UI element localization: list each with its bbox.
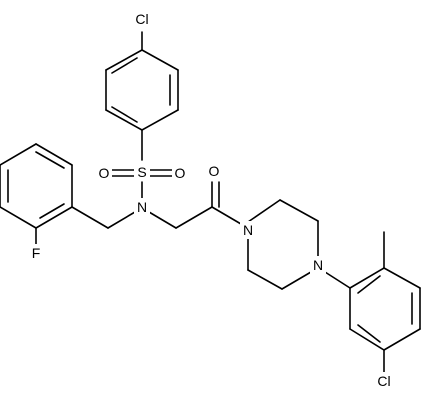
sulfonamide-nitrogen: N (137, 199, 147, 215)
piperazine-nitrogen-4: N (313, 257, 323, 273)
piperazine-nitrogen-1: N (243, 222, 253, 238)
sulfur-atom: S (137, 164, 146, 180)
fluorine-atom: F (32, 245, 41, 261)
carbonyl-oxygen: O (209, 163, 220, 179)
chlorine-atom-top: Cl (135, 11, 148, 27)
sulfonyl-oxygen-left: O (99, 165, 110, 181)
atom-labels: Cl S O O N F O N N Cl (28, 10, 398, 390)
sulfonyl-oxygen-right: O (175, 165, 186, 181)
bonds (0, 31, 421, 373)
chlorine-atom-bottom: Cl (377, 373, 390, 389)
